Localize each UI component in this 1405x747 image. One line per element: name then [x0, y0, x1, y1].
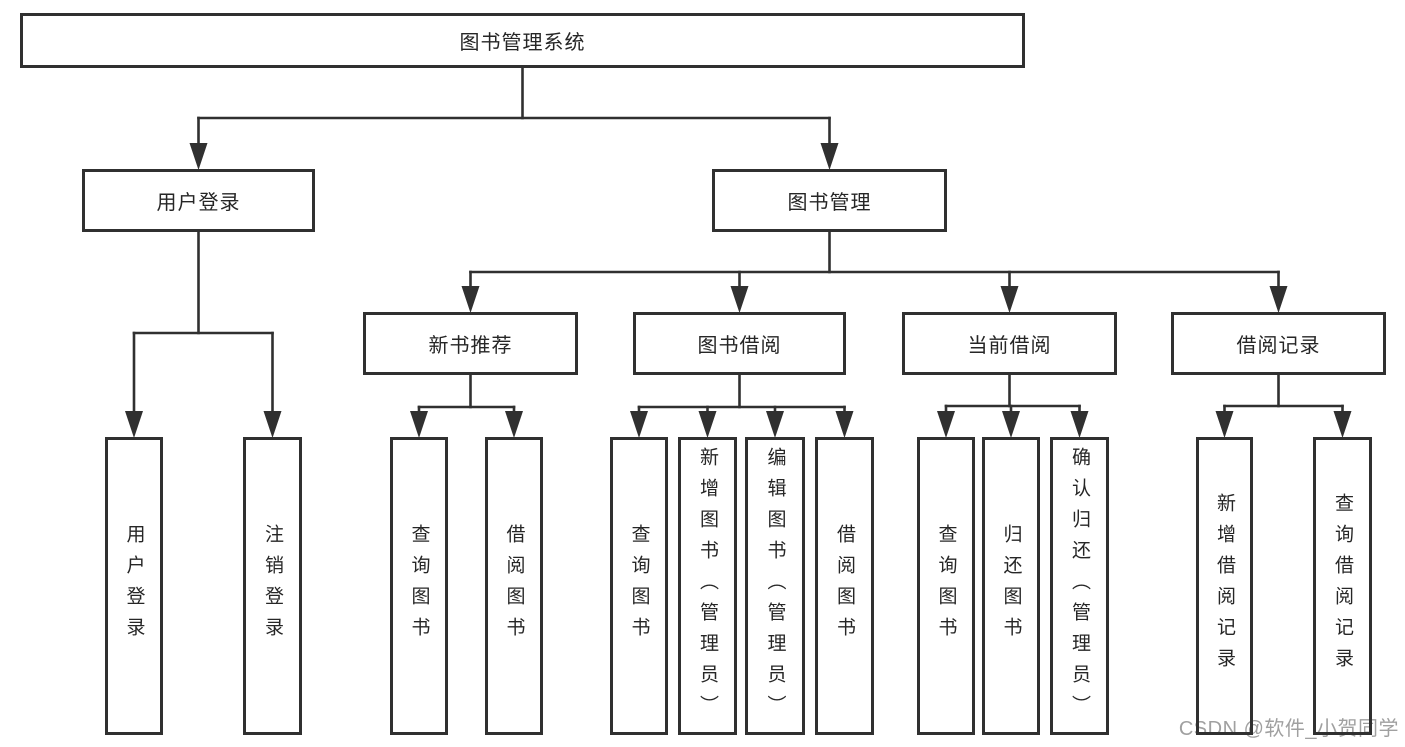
node-label: 借阅图书	[834, 524, 855, 648]
node-label: 借阅图书	[503, 524, 525, 648]
arrowhead-icon	[410, 411, 428, 438]
node-label: 查询图书	[408, 524, 430, 648]
node-label: 当前借阅	[967, 335, 1052, 357]
node-leaf-bb-edit-books: 编辑图书（管理员）	[745, 437, 805, 735]
node-label: 图书管理系统	[459, 32, 586, 54]
node-label: 借阅记录	[1236, 335, 1321, 357]
node-user-login: 用户登录	[82, 169, 315, 232]
node-leaf-nbr-query-books: 查询图书	[390, 437, 448, 735]
arrowhead-icon	[1070, 411, 1089, 438]
node-label: 归还图书	[1000, 524, 1022, 648]
node-leaf-bb-add-books: 新增图书（管理员）	[678, 437, 737, 735]
node-leaf-br-query-record: 查询借阅记录	[1313, 437, 1372, 735]
node-current-borrowing: 当前借阅	[902, 312, 1117, 375]
node-leaf-nbr-borrow-books: 借阅图书	[485, 437, 543, 735]
arrowhead-icon	[1002, 411, 1020, 438]
node-label: 编辑图书（管理员）	[764, 446, 786, 726]
node-leaf-bb-borrow-books: 借阅图书	[815, 437, 874, 735]
node-label: 图书借阅	[697, 335, 782, 357]
arrowhead-icon	[835, 411, 854, 438]
node-label: 查询图书	[628, 524, 650, 648]
node-label: 新增图书（管理员）	[697, 446, 718, 726]
arrowhead-icon	[1000, 286, 1019, 313]
node-book-borrowing: 图书借阅	[633, 312, 846, 375]
node-label: 查询图书	[935, 524, 957, 648]
arrowhead-icon	[937, 411, 955, 438]
arrowhead-icon	[189, 143, 208, 170]
node-label: 图书管理	[787, 192, 872, 214]
arrowhead-icon	[820, 143, 839, 170]
arrowhead-icon	[630, 411, 648, 438]
node-leaf-bb-query-books: 查询图书	[610, 437, 668, 735]
node-label: 用户登录	[123, 524, 145, 648]
arrowhead-icon	[698, 411, 717, 438]
node-label: 确认归还（管理员）	[1069, 446, 1090, 726]
arrowhead-icon	[1333, 411, 1352, 438]
arrowhead-icon	[1269, 286, 1288, 313]
node-label: 新增借阅记录	[1214, 493, 1235, 679]
node-leaf-br-add-record: 新增借阅记录	[1196, 437, 1253, 735]
node-book-management: 图书管理	[712, 169, 947, 232]
node-label: 查询借阅记录	[1332, 493, 1353, 679]
arrowhead-icon	[125, 411, 143, 438]
arrowhead-icon	[505, 411, 523, 438]
node-label: 新书推荐	[428, 335, 513, 357]
node-borrowing-records: 借阅记录	[1171, 312, 1386, 375]
node-new-book-recommend: 新书推荐	[363, 312, 578, 375]
node-label: 用户登录	[156, 192, 241, 214]
node-leaf-cb-return-books: 归还图书	[982, 437, 1040, 735]
node-root: 图书管理系统	[20, 13, 1025, 68]
arrowhead-icon	[1215, 411, 1234, 438]
arrowhead-icon	[730, 286, 749, 313]
node-label: 注销登录	[262, 524, 283, 648]
arrowhead-icon	[263, 411, 282, 438]
arrowhead-icon	[461, 286, 480, 313]
node-leaf-logout: 注销登录	[243, 437, 302, 735]
node-leaf-cb-query-books: 查询图书	[917, 437, 975, 735]
node-leaf-cb-confirm-return: 确认归还（管理员）	[1050, 437, 1109, 735]
arrowhead-icon	[766, 411, 784, 438]
node-leaf-user-login: 用户登录	[105, 437, 163, 735]
